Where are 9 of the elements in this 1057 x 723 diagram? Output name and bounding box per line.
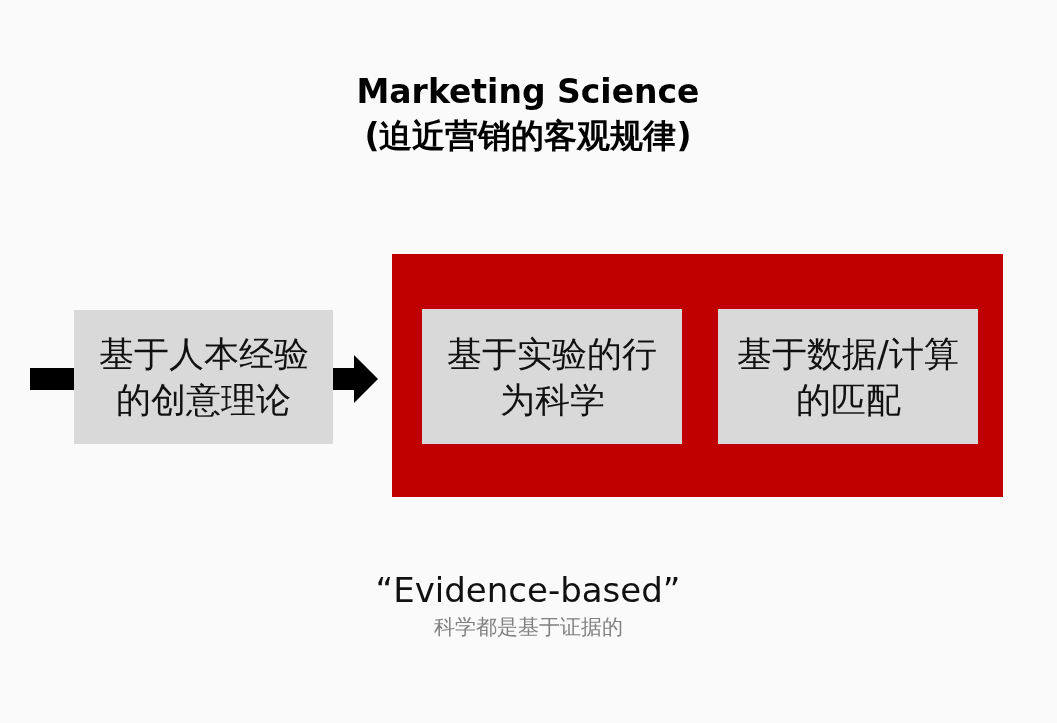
text-box: 基于人本经验的创意理论 <box>74 310 333 444</box>
text-box: 基于数据/计算的匹配 <box>718 309 978 444</box>
note: 科学都是基于证据的 <box>432 614 624 641</box>
block-arrow <box>333 355 378 403</box>
text-box: 基于实验的行为科学 <box>422 309 682 444</box>
title: Marketing Science (迫近营销的客观规律) <box>355 71 701 157</box>
connector-bar <box>30 368 74 390</box>
panel <box>392 254 1003 497</box>
subtitle: “Evidence-based” <box>374 569 682 612</box>
